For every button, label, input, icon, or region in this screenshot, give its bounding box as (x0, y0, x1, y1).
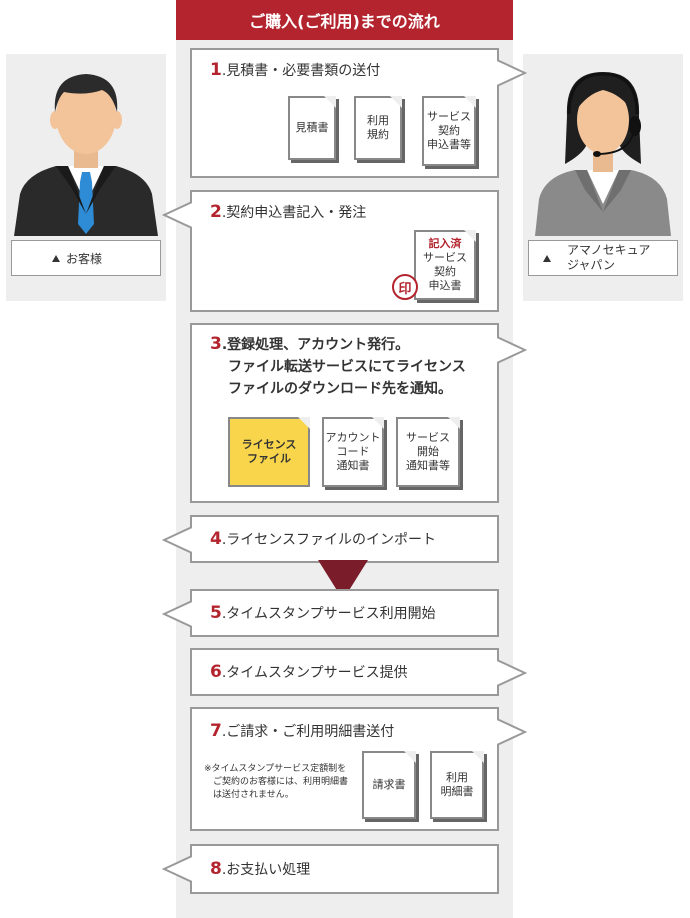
step-1: 1.見積書・必要書類の送付 見積書 利用 規約 サービス 契約 申込書等 (190, 48, 499, 178)
operator-illustration (523, 54, 683, 239)
arrow-left-icon (162, 525, 192, 555)
step-4-title: 4.ライセンスファイルのインポート (210, 529, 436, 549)
step-6-number: 6 (210, 662, 222, 682)
step-1-label: .見積書・必要書類の送付 (222, 63, 380, 79)
doc-terms: 利用 規約 (354, 96, 402, 160)
step-3-title: 3.登録処理、アカウント発行。 ファイル転送サービスにてライセンス ファイルのダ… (210, 333, 466, 400)
step-5-number: 5 (210, 603, 222, 623)
filled-stamp-text: 記入済 (429, 237, 462, 251)
vendor-panel: アマノセキュア ジャパン (523, 54, 683, 301)
step-4-label: .ライセンスファイルのインポート (222, 532, 436, 548)
arrow-right-icon (497, 658, 527, 688)
vendor-label-text: アマノセキュア ジャパン (567, 243, 650, 273)
step-3-line-2: ファイル転送サービスにてライセンス (210, 356, 466, 378)
doc-account-code: アカウント コード 通知書 (322, 417, 384, 487)
customer-panel: お客様 (6, 54, 166, 301)
step-6: 6.タイムスタンプサービス提供 (190, 648, 499, 696)
step-7-label: .ご請求・ご利用明細書送付 (222, 724, 394, 740)
step-3: 3.登録処理、アカウント発行。 ファイル転送サービスにてライセンス ファイルのダ… (190, 323, 499, 503)
step-6-label: .タイムスタンプサービス提供 (222, 665, 408, 681)
doc-application: サービス 契約 申込書等 (422, 96, 476, 166)
step-7-note: ※タイムスタンプサービス定額制を ご契約のお客様には、利用明細書 は送付されませ… (204, 763, 354, 802)
arrow-right-icon (497, 58, 527, 88)
signed-application-text: サービス 契約 申込書 (423, 251, 467, 293)
arrow-left-icon (162, 599, 192, 629)
doc-invoice: 請求書 (362, 751, 416, 819)
step-2-label: .契約申込書記入・発注 (222, 205, 366, 221)
step-7: 7.ご請求・ご利用明細書送付 ※タイムスタンプサービス定額制を ご契約のお客様に… (190, 707, 499, 831)
step-8-title: 8.お支払い処理 (210, 859, 310, 879)
step-2-number: 2 (210, 202, 222, 222)
step-5-title: 5.タイムスタンプサービス利用開始 (210, 603, 436, 623)
doc-license-file: ライセンス ファイル (228, 417, 310, 487)
triangle-up-icon (543, 255, 551, 262)
flow-title: ご購入(ご利用)までの流れ (176, 0, 513, 40)
doc-signed-application: 記入済 サービス 契約 申込書 (414, 230, 476, 300)
step-8-number: 8 (210, 859, 222, 879)
step-7-number: 7 (210, 721, 222, 741)
step-3-line-1: .登録処理、アカウント発行。 (222, 337, 409, 353)
step-1-number: 1 (210, 60, 222, 80)
customer-illustration (6, 54, 166, 239)
doc-service-start: サービス 開始 通知書等 (396, 417, 460, 487)
step-4-number: 4 (210, 529, 222, 549)
step-1-title: 1.見積書・必要書類の送付 (210, 60, 380, 80)
vendor-label: アマノセキュア ジャパン (528, 240, 678, 276)
step-8-label: .お支払い処理 (222, 862, 310, 878)
step-6-title: 6.タイムスタンプサービス提供 (210, 662, 408, 682)
step-5-label: .タイムスタンプサービス利用開始 (222, 606, 436, 622)
doc-quote: 見積書 (288, 96, 336, 160)
step-7-title: 7.ご請求・ご利用明細書送付 (210, 721, 394, 741)
customer-label-text: お客様 (66, 250, 102, 267)
customer-label: お客様 (11, 240, 161, 276)
step-8: 8.お支払い処理 (190, 844, 499, 894)
arrow-right-icon (497, 335, 527, 365)
arrow-left-icon (162, 200, 192, 230)
seal-stamp: 印 (392, 274, 418, 300)
step-4: 4.ライセンスファイルのインポート (190, 515, 499, 563)
step-5: 5.タイムスタンプサービス利用開始 (190, 589, 499, 637)
step-3-line-3: ファイルのダウンロード先を通知。 (210, 378, 466, 400)
step-2: 2.契約申込書記入・発注 記入済 サービス 契約 申込書 印 (190, 190, 499, 312)
doc-usage-statement: 利用 明細書 (430, 751, 484, 819)
triangle-up-icon (52, 255, 60, 262)
step-2-title: 2.契約申込書記入・発注 (210, 202, 366, 222)
arrow-right-icon (497, 717, 527, 747)
step-3-number: 3 (210, 334, 222, 354)
arrow-left-icon (162, 854, 192, 884)
